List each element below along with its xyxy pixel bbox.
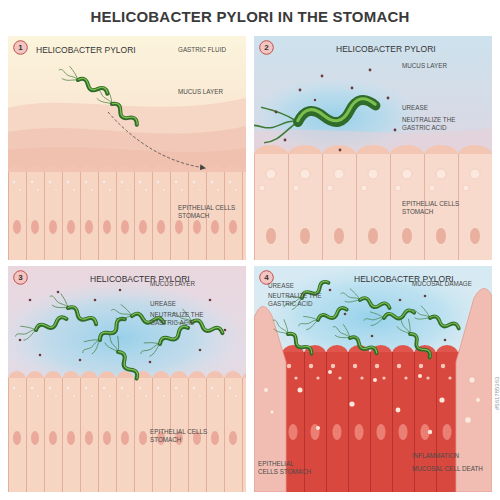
mucus-band	[8, 98, 246, 260]
panel-heading: HELICOBACTER PYLORI	[36, 45, 136, 55]
dying-cells	[264, 377, 481, 423]
epithelial-cells	[254, 154, 492, 260]
circle-shape	[14, 41, 28, 55]
urease-dots	[19, 289, 227, 364]
watermark: #561785363	[494, 377, 500, 410]
step-number: 4	[264, 274, 268, 282]
annotation-label: UREASE	[402, 104, 428, 112]
urease-dots	[275, 69, 397, 152]
bacterium	[269, 314, 317, 357]
inflammation-dots	[298, 370, 445, 434]
bacterium	[56, 63, 111, 99]
panel-illustration	[8, 266, 246, 492]
bacterium	[409, 303, 462, 333]
step-number-circle: 2	[259, 40, 274, 55]
urease-dots	[329, 289, 447, 342]
annotation-label: EPITHELIAL CELLS STOMACH	[402, 200, 460, 216]
mucus-band	[8, 147, 246, 260]
bacterium	[13, 310, 69, 342]
bacterium	[330, 320, 381, 357]
panel: HELICOBACTER PYLORI3	[8, 266, 246, 492]
motion-arrow	[108, 112, 205, 168]
annotation-label: EPITHELIAL CELLS STOMACH	[150, 428, 208, 444]
mucosal-damage-wall	[456, 288, 492, 492]
epithelial-cells	[8, 172, 246, 260]
bacterium	[339, 287, 392, 313]
annotation-label: MUCOSAL CELL DEATH	[412, 465, 483, 473]
step-number-circle: 1	[13, 40, 28, 55]
annotation-label: MUCOSAL DAMAGE	[412, 280, 472, 288]
mucus-layer	[254, 36, 492, 260]
annotation-label: NEUTRALIZE THE GASTRIC ACID	[268, 292, 330, 308]
bacterium	[47, 289, 101, 329]
step-number-circle: 3	[13, 270, 28, 285]
mucus-band	[8, 126, 246, 260]
panel-illustration	[254, 266, 492, 492]
annotation-label: NEUTRALIZE THE GASTRIC ACID	[150, 311, 230, 327]
annotation-label: EPITHELIAL CELLS STOMACH	[178, 204, 236, 220]
annotation-label: INFLAMMATION	[412, 452, 459, 460]
annotation-label: MUCUS LAYER	[402, 62, 447, 70]
diagram-title: HELICOBACTER PYLORI IN THE STOMACH	[0, 8, 500, 25]
step-number: 2	[264, 44, 268, 52]
annotation-label: MUCUS LAYER	[178, 88, 223, 96]
annotation-label: NEUTRALIZE THE GASTRIC ACID	[402, 116, 480, 132]
mucus-band	[254, 128, 492, 260]
panel: HELICOBACTER PYLORI 1	[8, 36, 246, 260]
bacterium	[137, 320, 191, 360]
circle-shape	[260, 41, 274, 55]
panel: HELICOBACTER PYLORI 2	[254, 36, 492, 260]
step-number: 3	[18, 274, 22, 282]
bacterium	[101, 329, 144, 382]
gastric-fluid	[8, 36, 246, 260]
panel-heading: HELICOBACTER PYLORI	[336, 44, 436, 54]
bacterium	[393, 313, 436, 361]
circle-shape	[14, 271, 28, 285]
annotation-label: EPITHELIAL CELLS STOMACH	[258, 460, 313, 476]
bacterium	[92, 83, 143, 129]
epithelial-cells	[8, 378, 246, 492]
panel-illustration	[8, 36, 246, 260]
annotation-label: UREASE	[150, 300, 176, 308]
annotation-label: UREASE	[268, 282, 294, 290]
annotation-label: MUCUS LAYER	[150, 280, 195, 288]
annotation-label: GASTRIC FLUID	[178, 46, 226, 54]
step-number: 1	[18, 44, 22, 52]
bacterium	[254, 84, 378, 146]
panel-illustration	[254, 36, 492, 260]
